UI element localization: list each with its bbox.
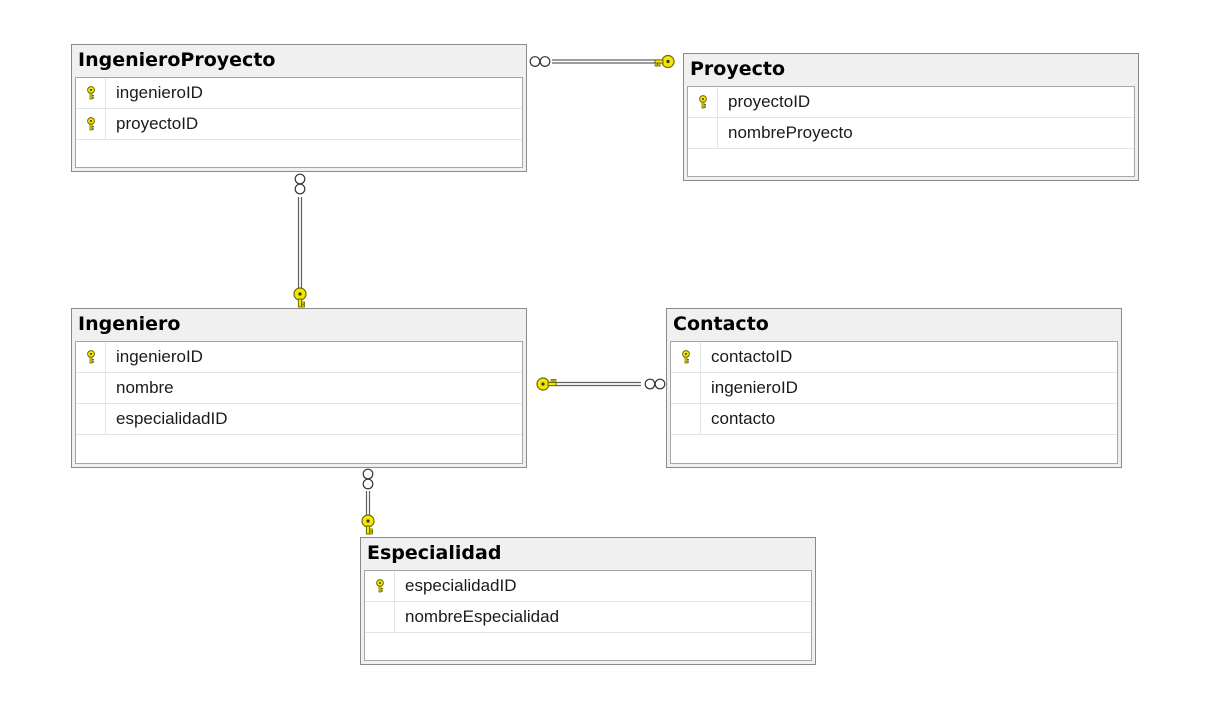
relationship-contacto-ingeniero[interactable] xyxy=(536,377,666,391)
column-name: proyectoID xyxy=(116,114,199,133)
column-row[interactable]: ingenieroID xyxy=(76,342,522,373)
column-name: proyectoID xyxy=(728,92,811,111)
column-name: ingenieroID xyxy=(116,83,203,102)
key-icon xyxy=(654,54,675,69)
table-title[interactable]: Proyecto xyxy=(690,58,786,80)
table-title[interactable]: Ingeniero xyxy=(78,313,181,335)
column-name: nombreEspecialidad xyxy=(405,607,560,626)
column-row[interactable]: ingenieroID xyxy=(76,78,522,109)
row-selector[interactable] xyxy=(76,404,106,434)
column-name: especialidadID xyxy=(116,409,228,428)
column-name: nombreProyecto xyxy=(728,123,853,142)
key-icon xyxy=(361,514,375,535)
row-selector[interactable] xyxy=(76,78,106,108)
relationship-ingeniero-especialidad[interactable] xyxy=(361,468,375,535)
column-row[interactable]: ingenieroID xyxy=(671,373,1117,404)
column-name: contactoID xyxy=(711,347,793,366)
column-grid: ingenieroID proyectoID xyxy=(75,77,523,168)
row-selector[interactable] xyxy=(688,118,718,148)
primary-key-icon xyxy=(681,350,691,364)
column-row[interactable]: nombreProyecto xyxy=(688,118,1134,149)
row-selector[interactable] xyxy=(688,87,718,117)
row-selector[interactable] xyxy=(365,571,395,601)
row-selector[interactable] xyxy=(76,342,106,372)
column-row[interactable]: contactoID xyxy=(671,342,1117,373)
table-ingenieroproyecto[interactable]: IngenieroProyecto ingenieroID proyectoID xyxy=(71,44,527,172)
column-grid: proyectoID nombreProyecto xyxy=(687,86,1135,177)
table-contacto[interactable]: Contacto contactoID ingenieroID contacto xyxy=(666,308,1122,468)
column-row[interactable]: especialidadID xyxy=(365,571,811,602)
table-proyecto[interactable]: Proyecto proyectoID nombreProyecto xyxy=(683,53,1139,181)
column-row[interactable]: proyectoID xyxy=(688,87,1134,118)
column-row[interactable]: nombre xyxy=(76,373,522,404)
column-row[interactable]: especialidadID xyxy=(76,404,522,435)
column-name: ingenieroID xyxy=(116,347,203,366)
row-selector[interactable] xyxy=(671,373,701,403)
column-name: especialidadID xyxy=(405,576,517,595)
relationship-ingenieroproyecto-ingeniero[interactable] xyxy=(293,173,307,308)
column-grid: especialidadID nombreEspecialidad xyxy=(364,570,812,661)
relationship-ingenieroproyecto-proyecto[interactable] xyxy=(529,54,675,69)
table-title[interactable]: Contacto xyxy=(673,313,769,335)
column-name: ingenieroID xyxy=(711,378,798,397)
column-grid: contactoID ingenieroID contacto xyxy=(670,341,1118,464)
primary-key-icon xyxy=(86,350,96,364)
row-selector[interactable] xyxy=(76,373,106,403)
row-selector[interactable] xyxy=(365,602,395,632)
column-row[interactable]: contacto xyxy=(671,404,1117,435)
column-row[interactable]: proyectoID xyxy=(76,109,522,140)
infinity-icon xyxy=(644,378,666,390)
table-ingeniero[interactable]: Ingeniero ingenieroID nombre especialida… xyxy=(71,308,527,468)
row-selector[interactable] xyxy=(671,342,701,372)
table-title[interactable]: Especialidad xyxy=(367,542,502,564)
column-row[interactable]: nombreEspecialidad xyxy=(365,602,811,633)
infinity-icon xyxy=(529,56,551,67)
row-selector[interactable] xyxy=(76,109,106,139)
primary-key-icon xyxy=(86,117,96,131)
primary-key-icon xyxy=(698,95,708,109)
infinity-icon xyxy=(294,173,306,195)
table-especialidad[interactable]: Especialidad especialidadID nombreEspeci… xyxy=(360,537,816,665)
primary-key-icon xyxy=(86,86,96,100)
key-icon xyxy=(293,287,307,308)
primary-key-icon xyxy=(375,579,385,593)
column-name: contacto xyxy=(711,409,776,428)
column-grid: ingenieroID nombre especialidadID xyxy=(75,341,523,464)
row-selector[interactable] xyxy=(671,404,701,434)
key-icon xyxy=(536,377,557,391)
table-title[interactable]: IngenieroProyecto xyxy=(78,49,276,71)
infinity-icon xyxy=(362,468,374,490)
column-name: nombre xyxy=(116,378,174,397)
